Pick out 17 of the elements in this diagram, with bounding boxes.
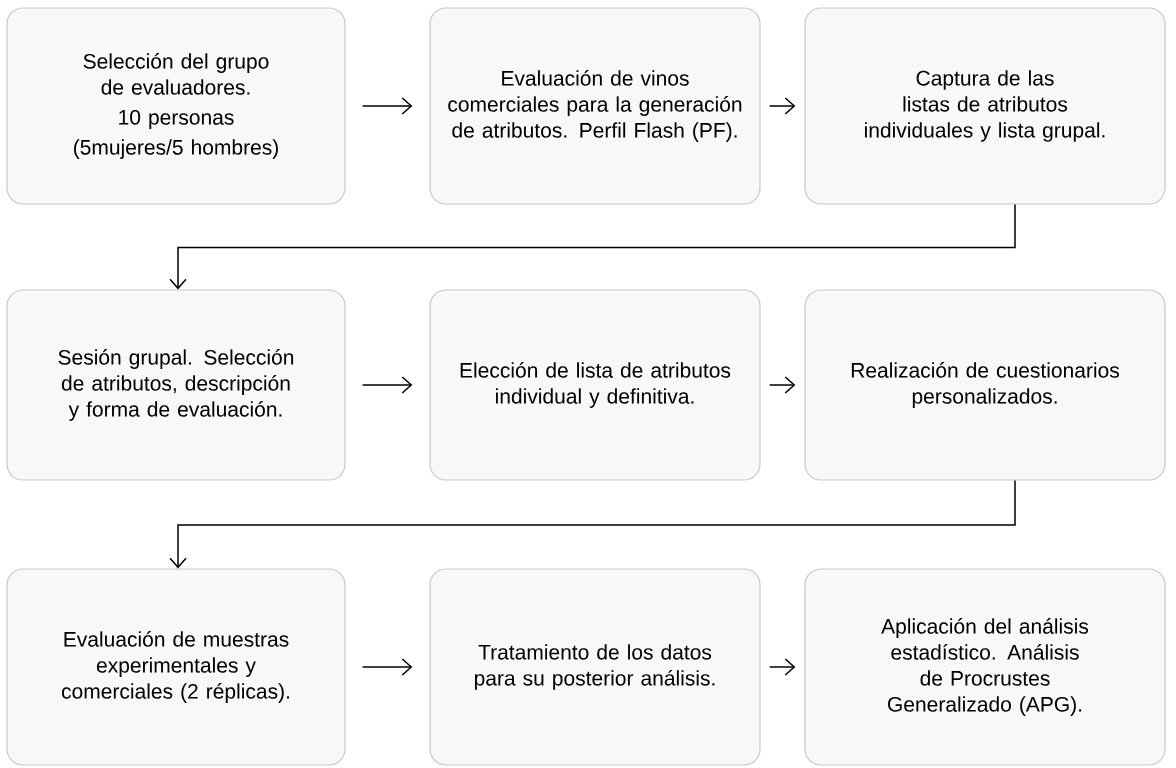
- arrow: [361, 658, 413, 676]
- process-box: Tratamiento de los datos para su posterior análisis.: [429, 568, 761, 766]
- arrow: [169, 203, 1016, 290]
- arrow: [768, 376, 796, 394]
- arrow: [768, 97, 796, 115]
- process-box: Elección de lista de atributos individual y definitiva.: [429, 289, 761, 481]
- arrow: [169, 479, 1016, 569]
- arrow: [361, 97, 413, 115]
- process-box: Selección del grupo de evaluadores. 10 personas (5mujeres/5 hombres): [6, 7, 346, 205]
- process-box: Evaluación de vinos comerciales para la generación de atributos. Perfil Flash (PF).: [429, 7, 761, 205]
- process-box: Evaluación de muestras experimentales y comerciales (2 réplicas).: [6, 568, 346, 766]
- arrow: [361, 376, 413, 394]
- process-box: Captura de las listas de atributos individuales y lista grupal.: [804, 7, 1166, 205]
- process-box: Aplicación del análisis estadístico. Análisis de Procrustes Generalizado (APG).: [804, 568, 1166, 766]
- process-box: Realización de cuestionarios personalizados.: [804, 289, 1166, 481]
- arrow: [768, 658, 796, 676]
- process-box: Sesión grupal. Selección de atributos, descripción y forma de evaluación.: [6, 289, 346, 481]
